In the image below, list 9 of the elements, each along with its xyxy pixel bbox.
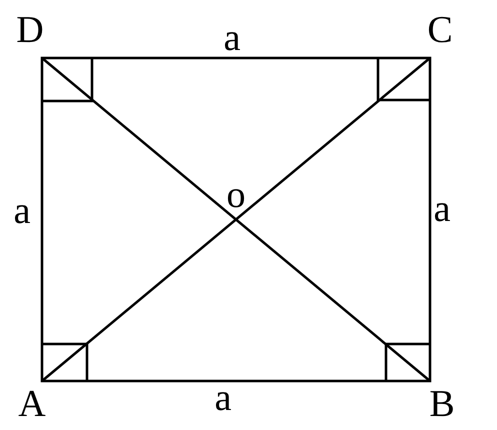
- side-label: a: [224, 19, 240, 57]
- center-label: o: [226, 176, 246, 214]
- vertex-label: A: [18, 385, 46, 423]
- vertex-label: C: [427, 11, 453, 49]
- vertex-label: D: [16, 11, 44, 49]
- vertex-label: B: [429, 385, 455, 423]
- side-label: a: [214, 379, 232, 417]
- side-label: a: [434, 190, 450, 228]
- side-label: a: [14, 192, 30, 230]
